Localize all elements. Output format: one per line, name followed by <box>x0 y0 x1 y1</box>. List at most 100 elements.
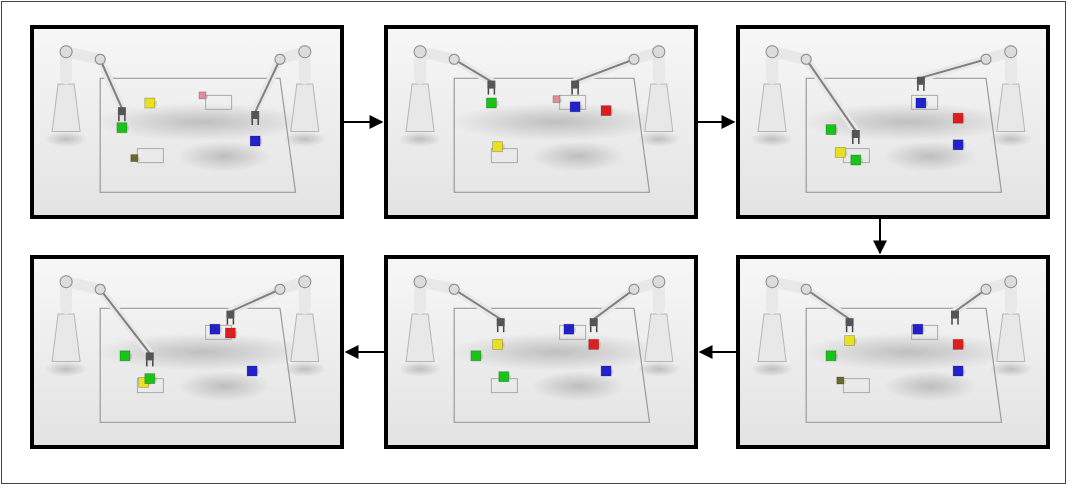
cube-icon <box>130 154 139 163</box>
robot-gripper <box>951 310 959 319</box>
robot-joint <box>298 45 312 59</box>
cube-icon <box>498 371 510 383</box>
table-outline <box>805 307 1003 423</box>
cube-icon <box>119 350 131 362</box>
cube-icon <box>825 350 837 362</box>
cube-icon <box>470 350 482 362</box>
robot-arm-icon <box>916 45 1033 147</box>
robot-pedestal <box>51 313 81 362</box>
target-zone-icon <box>490 148 518 164</box>
robot-cable <box>592 288 635 321</box>
cube-icon <box>552 95 561 104</box>
robot-shadow <box>44 361 88 377</box>
robot-gripper <box>117 107 126 116</box>
robot-cable <box>229 288 281 313</box>
table-outline <box>453 307 651 423</box>
robot-arm-icon <box>398 45 496 147</box>
robot-cable <box>99 288 151 355</box>
cube-icon <box>485 97 497 109</box>
robot-gripper <box>145 352 154 361</box>
target-zone-icon <box>911 94 939 110</box>
cube-icon <box>492 141 504 153</box>
cube-icon <box>834 146 846 158</box>
robot-pedestal <box>996 313 1026 362</box>
cube-icon <box>588 338 600 350</box>
cube-icon <box>116 122 128 134</box>
cube-icon <box>246 365 258 377</box>
ground-shadow <box>531 141 625 172</box>
panel-1 <box>30 25 344 219</box>
robot-cable <box>254 58 281 113</box>
robot-cable <box>453 288 502 321</box>
cube-icon <box>209 323 221 335</box>
cube-icon <box>844 335 855 347</box>
robot-pedestal <box>405 313 435 362</box>
robot-joint <box>448 53 460 65</box>
panel-border <box>30 25 344 219</box>
ground-shadow <box>94 333 311 371</box>
robot-joint <box>765 275 779 289</box>
robot-joint <box>298 275 312 289</box>
robot-joint <box>800 283 812 295</box>
panel-5 <box>384 255 698 449</box>
robot-gripper <box>851 130 860 138</box>
panel-6 <box>30 255 344 449</box>
robot-arm-icon <box>226 275 327 377</box>
panel-border <box>736 25 1050 219</box>
robot-gripper <box>589 318 598 327</box>
panel-border <box>384 25 698 219</box>
cube-icon <box>600 105 612 116</box>
robot-pedestal <box>405 83 435 132</box>
ground-shadow <box>883 371 977 402</box>
robot-pedestal <box>644 83 674 132</box>
cube-icon <box>563 323 575 335</box>
cube-icon <box>144 373 156 385</box>
cube-icon <box>569 101 581 113</box>
cube-icon <box>952 365 964 377</box>
robot-cable <box>574 58 635 83</box>
cube-icon <box>915 97 927 109</box>
target-zone-icon <box>842 378 870 394</box>
robot-joint <box>980 53 992 65</box>
robot-joint <box>94 283 106 295</box>
robot-arm-icon <box>44 45 126 147</box>
ground-shadow <box>177 141 271 172</box>
robot-gripper <box>251 111 260 119</box>
robot-gripper <box>496 318 505 327</box>
robot-gripper <box>845 318 854 327</box>
panel-3 <box>736 25 1050 219</box>
robot-gripper <box>916 76 925 85</box>
robot-joint <box>800 53 812 65</box>
robot-cable <box>805 288 851 321</box>
cube-icon <box>825 124 837 135</box>
target-zone-icon <box>205 94 233 110</box>
robot-arm-icon <box>398 275 505 377</box>
panel-border <box>736 255 1050 449</box>
robot-joint <box>413 45 427 59</box>
robot-cable <box>99 58 123 110</box>
cube-icon <box>850 154 862 166</box>
robot-gripper <box>226 310 235 319</box>
robot-arm-icon <box>251 45 327 147</box>
robot-joint <box>94 53 106 65</box>
robot-shadow <box>283 361 327 377</box>
cube-icon <box>492 338 504 350</box>
cube-icon <box>249 135 261 147</box>
robot-joint <box>59 45 73 59</box>
robot-cable <box>919 58 987 79</box>
robot-joint <box>274 283 286 295</box>
robot-gripper <box>571 80 580 89</box>
robot-joint <box>413 275 427 289</box>
robot-shadow <box>750 131 794 147</box>
robot-pedestal <box>644 313 674 362</box>
robot-joint <box>1004 45 1018 59</box>
cube-icon <box>912 323 924 335</box>
table-outline <box>99 307 297 423</box>
panel-4 <box>736 255 1050 449</box>
table-outline <box>99 77 297 193</box>
panel-border <box>30 255 344 449</box>
robot-shadow <box>398 361 442 377</box>
robot-arm-icon <box>589 275 681 377</box>
robot-joint <box>448 283 460 295</box>
robot-pedestal <box>757 83 787 132</box>
